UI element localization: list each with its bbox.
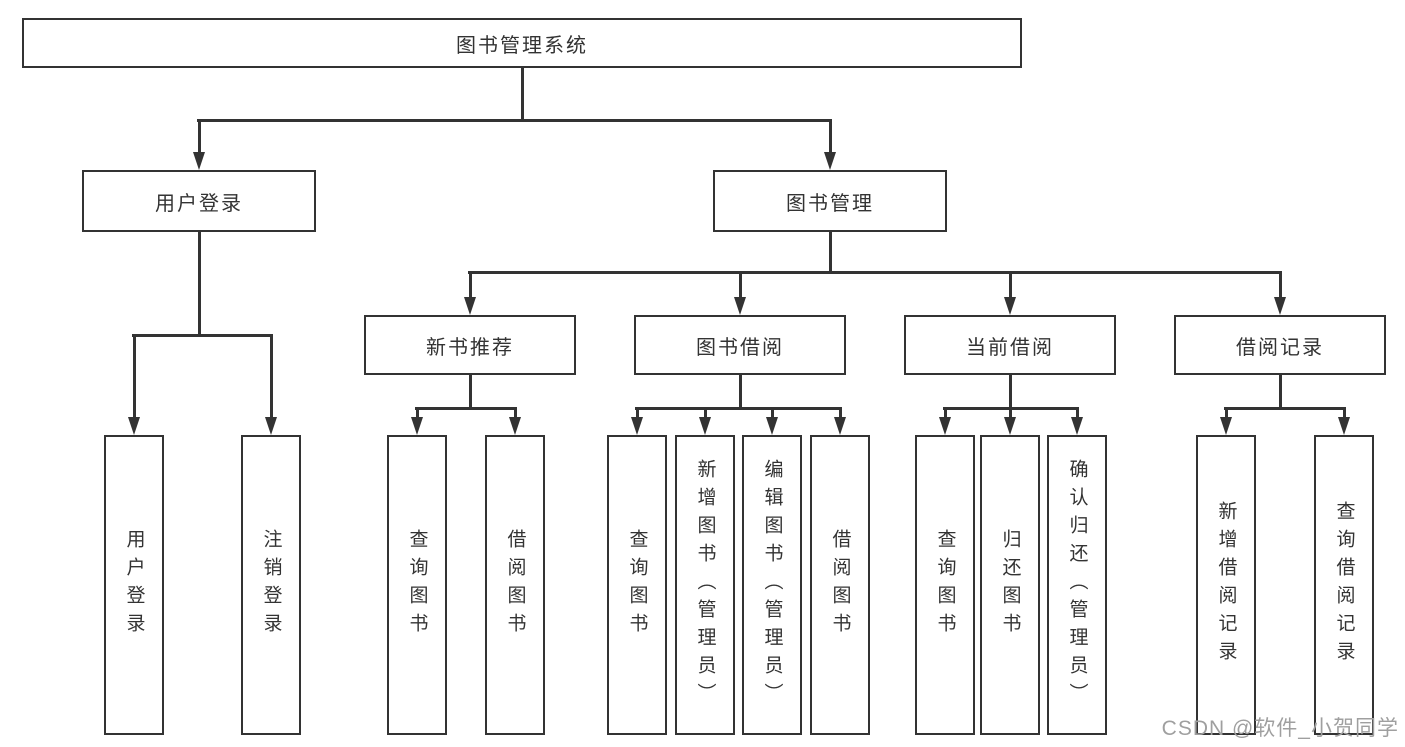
- connector-line-vertical: [635, 407, 639, 418]
- node-user-login-label: 用户登录: [155, 192, 243, 215]
- leaf-logout-label: 注销登录: [260, 529, 282, 641]
- leaf-edit-book-admin: 编辑图书（管理员）: [742, 435, 802, 735]
- connector-line-horizontal: [1224, 406, 1346, 410]
- connector-line-vertical: [1278, 375, 1282, 409]
- leaf-query-borrow-record-label: 查询借阅记录: [1333, 501, 1355, 669]
- leaf-borrow-books-recommend: 借阅图书: [485, 435, 545, 735]
- connector-line-vertical: [415, 407, 419, 418]
- connector-line-vertical: [838, 407, 842, 418]
- leaf-confirm-return-admin: 确认归还（管理员）: [1047, 435, 1107, 735]
- arrow-down-icon: [411, 417, 423, 435]
- connector-line-vertical: [828, 119, 832, 153]
- leaf-query-books-recommend-label: 查询图书: [406, 529, 428, 641]
- arrow-down-icon: [128, 417, 140, 435]
- node-borrow-records: 借阅记录: [1174, 315, 1386, 375]
- arrow-down-icon: [1004, 417, 1016, 435]
- connector-line-vertical: [197, 232, 201, 336]
- leaf-edit-book-admin-label: 编辑图书（管理员）: [761, 459, 783, 711]
- connector-line-vertical: [1008, 375, 1012, 409]
- connector-line-vertical: [703, 407, 707, 418]
- leaf-query-books-current: 查询图书: [915, 435, 975, 735]
- arrow-down-icon: [1004, 297, 1016, 315]
- connector-line-horizontal: [635, 406, 842, 410]
- leaf-add-borrow-record-label: 新增借阅记录: [1215, 501, 1237, 669]
- node-current-borrow: 当前借阅: [904, 315, 1116, 375]
- connector-line-vertical: [738, 375, 742, 409]
- leaf-user-login-label: 用户登录: [123, 529, 145, 641]
- leaf-return-books: 归还图书: [980, 435, 1040, 735]
- leaf-borrow-books-2: 借阅图书: [810, 435, 870, 735]
- connector-line-horizontal: [132, 333, 273, 337]
- arrow-down-icon: [631, 417, 643, 435]
- connector-line-vertical: [468, 271, 472, 298]
- leaf-query-books-recommend: 查询图书: [387, 435, 447, 735]
- leaf-logout: 注销登录: [241, 435, 301, 735]
- arrow-down-icon: [939, 417, 951, 435]
- leaf-query-books-borrow-label: 查询图书: [626, 529, 648, 641]
- leaf-add-book-admin-label: 新增图书（管理员）: [694, 459, 716, 711]
- connector-line-vertical: [1342, 407, 1346, 418]
- leaf-query-books-borrow: 查询图书: [607, 435, 667, 735]
- connector-line-vertical: [1008, 407, 1012, 418]
- arrow-down-icon: [824, 152, 836, 170]
- leaf-return-books-label: 归还图书: [999, 529, 1021, 641]
- connector-line-horizontal: [943, 406, 1079, 410]
- connector-line-vertical: [1075, 407, 1079, 418]
- arrow-down-icon: [509, 417, 521, 435]
- connector-line-vertical: [828, 232, 832, 273]
- leaf-confirm-return-admin-label: 确认归还（管理员）: [1066, 459, 1088, 711]
- node-user-login: 用户登录: [82, 170, 316, 232]
- node-new-book-recommend: 新书推荐: [364, 315, 576, 375]
- arrow-down-icon: [1220, 417, 1232, 435]
- arrow-down-icon: [699, 417, 711, 435]
- connector-line-vertical: [197, 119, 201, 153]
- leaf-add-book-admin: 新增图书（管理员）: [675, 435, 735, 735]
- connector-line-vertical: [1224, 407, 1228, 418]
- connector-line-vertical: [943, 407, 947, 418]
- watermark: CSDN @软件_小贺同学: [1161, 717, 1399, 740]
- arrow-down-icon: [734, 297, 746, 315]
- node-current-borrow-label: 当前借阅: [966, 336, 1054, 359]
- arrow-down-icon: [265, 417, 277, 435]
- connector-line-vertical: [1008, 271, 1012, 298]
- connector-line-vertical: [132, 334, 136, 418]
- arrow-down-icon: [1274, 297, 1286, 315]
- connector-line-vertical: [770, 407, 774, 418]
- connector-line-vertical: [513, 407, 517, 418]
- node-book-borrow: 图书借阅: [634, 315, 846, 375]
- node-root: 图书管理系统: [22, 18, 1022, 68]
- connector-line-horizontal: [197, 118, 832, 122]
- connector-line-vertical: [1278, 271, 1282, 298]
- arrow-down-icon: [464, 297, 476, 315]
- node-book-management-label: 图书管理: [786, 192, 874, 215]
- node-borrow-records-label: 借阅记录: [1236, 336, 1324, 359]
- node-book-borrow-label: 图书借阅: [696, 336, 784, 359]
- leaf-borrow-books-recommend-label: 借阅图书: [504, 529, 526, 641]
- arrow-down-icon: [1071, 417, 1083, 435]
- connector-line-vertical: [520, 68, 524, 121]
- connector-line-vertical: [269, 334, 273, 418]
- leaf-query-borrow-record: 查询借阅记录: [1314, 435, 1374, 735]
- arrow-down-icon: [1338, 417, 1350, 435]
- connector-line-horizontal: [415, 406, 517, 410]
- leaf-query-books-current-label: 查询图书: [934, 529, 956, 641]
- leaf-add-borrow-record: 新增借阅记录: [1196, 435, 1256, 735]
- leaf-user-login: 用户登录: [104, 435, 164, 735]
- node-root-label: 图书管理系统: [456, 34, 588, 57]
- arrow-down-icon: [834, 417, 846, 435]
- leaf-borrow-books-2-label: 借阅图书: [829, 529, 851, 641]
- node-book-management: 图书管理: [713, 170, 947, 232]
- arrow-down-icon: [766, 417, 778, 435]
- arrow-down-icon: [193, 152, 205, 170]
- connector-line-vertical: [468, 375, 472, 409]
- connector-line-vertical: [738, 271, 742, 298]
- node-new-book-recommend-label: 新书推荐: [426, 336, 514, 359]
- connector-line-horizontal: [468, 270, 1282, 274]
